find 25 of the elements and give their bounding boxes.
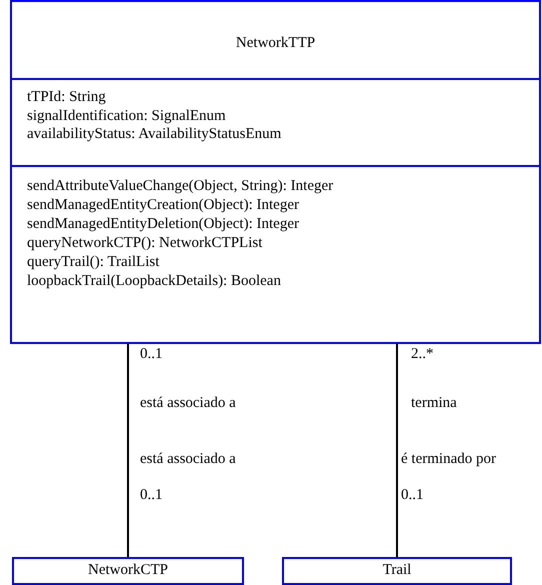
attribute-text: signalIdentification: SignalEnum (27, 106, 226, 124)
class-box (10, 0, 541, 344)
method-text: queryNetworkCTP(): NetworkCTPList (27, 234, 262, 252)
method-text: sendManagedEntityDeletion(Object): Integer (27, 215, 299, 233)
class-name: NetworkTTP (234, 34, 316, 52)
role-label: está associado a (140, 450, 236, 468)
multiplicity-label: 0..1 (140, 345, 162, 363)
attribute-text: tTPId: String (27, 88, 106, 106)
association-line (127, 344, 129, 557)
class-box (12, 557, 244, 585)
role-label: é terminado por (401, 450, 496, 468)
method-text: loopbackTrail(LoopbackDetails): Boolean (27, 272, 281, 290)
method-text: queryTrail(): TrailList (27, 253, 160, 271)
method-text: sendManagedEntityCreation(Object): Integer (27, 196, 299, 214)
multiplicity-label: 2..* (411, 345, 434, 363)
method-text: sendAttributeValueChange(Object, String): Integer (27, 177, 334, 195)
class-name: Trail (382, 561, 412, 579)
role-label: termina (411, 394, 457, 412)
multiplicity-label: 0..1 (401, 486, 424, 504)
multiplicity-label: 0..1 (140, 486, 162, 504)
class-name: NetworkCTP (87, 561, 169, 579)
association-line (396, 344, 398, 557)
class-box (282, 557, 512, 585)
attribute-text: availabilityStatus: AvailabilityStatusEnum (27, 125, 282, 143)
role-label: está associado a (140, 394, 236, 412)
